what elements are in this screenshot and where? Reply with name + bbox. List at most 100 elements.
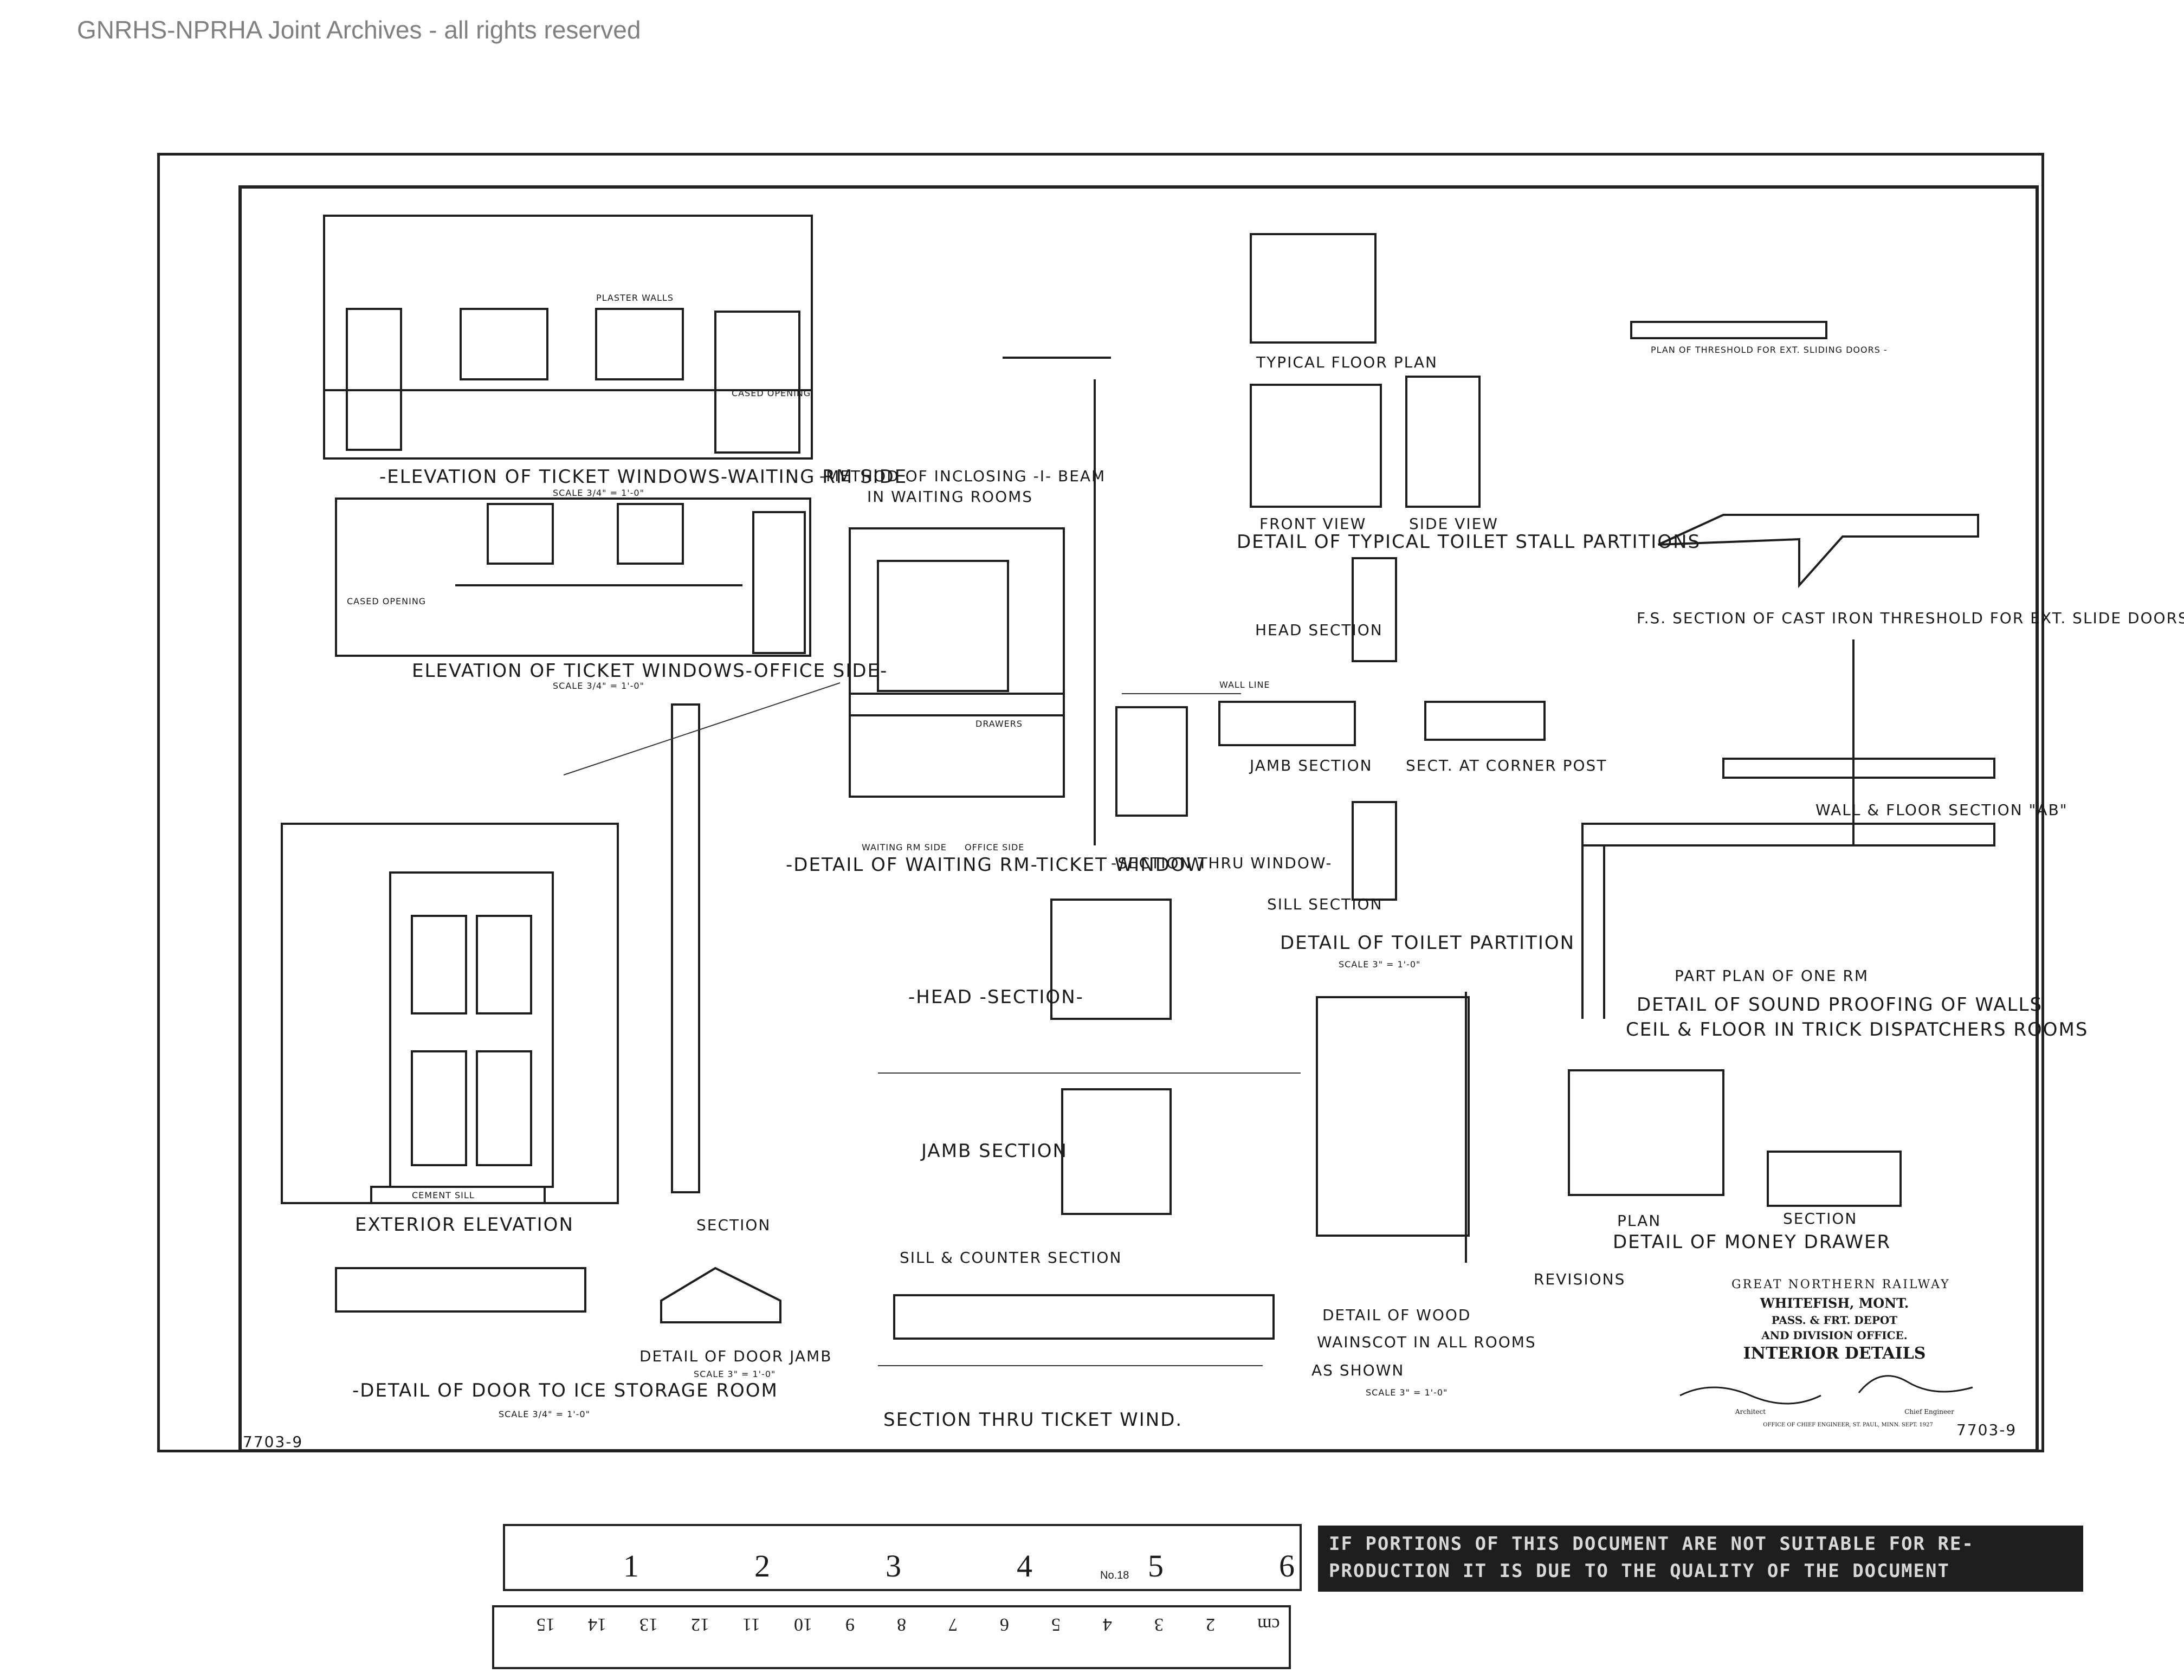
cm-label: 15 [537,1614,555,1634]
cm-label: 5 [1051,1614,1061,1634]
label-jamb-section-1: Jamb Section [1250,757,1373,774]
scale-ice-storage: Scale 3/4" = 1'-0" [499,1409,590,1419]
wall-floor-section [1722,758,1995,779]
inch-label: 1 [623,1548,639,1584]
cm-label: 8 [897,1614,906,1634]
label-cased-opening-1: Cased Opening [732,388,811,398]
inch-label: 5 [1148,1548,1164,1584]
ticket-window-waiting-elevation [323,215,813,460]
toilet-stall-side-view [1405,376,1481,508]
label-waiting-side: Waiting Rm Side [862,842,947,852]
cm-label: 3 [1154,1614,1164,1634]
title-office: OFFICE OF CHIEF ENGINEER, ST. PAUL, MINN… [1763,1422,1933,1428]
label-cased-opening-2: Cased Opening [347,596,427,606]
label-jamb-section-2: Jamb Section [921,1140,1068,1162]
label-wood-wainscot-3: As Shown [1311,1361,1405,1379]
label-wall-line: Wall Line [1219,680,1270,690]
door-jamb-section [671,703,700,1193]
label-toilet-stall: Detail of Typical Toilet Stall Partition… [1237,531,1701,553]
ruler-model-label: No.18 [1100,1569,1129,1581]
label-ticket-office-elevation: Elevation of Ticket Windows-Office Side- [412,660,888,682]
label-ticket-waiting-elevation: -Elevation of Ticket Windows-Waiting Rm … [379,466,908,488]
label-drawer-section: Section [1783,1210,1858,1227]
label-section-small: Section [696,1216,771,1234]
cm-ruler [492,1605,1291,1669]
inch-label: 6 [1279,1548,1295,1584]
label-plaster-walls: Plaster Walls [596,293,674,303]
label-office-side: Office Side [965,842,1025,852]
sill-counter-section [893,1294,1275,1340]
label-revisions: Revisions [1534,1270,1626,1288]
scale-toilet-partition: Scale 3" = 1'-0" [1339,959,1421,970]
scale-ticket-office: Scale 3/4" = 1'-0" [553,681,644,691]
label-ibeam-line2: in Waiting Rooms [867,488,1033,506]
label-toilet-partition: Detail of Toilet Partition [1280,932,1575,954]
toilet-stall-front-view [1250,384,1382,508]
waiting-ticket-window-detail [849,527,1065,798]
label-sill-section: Sill Section [1267,895,1383,913]
label-head-section-2: -Head -Section- [908,986,1084,1008]
threshold-section [1658,514,1979,589]
scale-door-jamb: Scale 3" = 1'-0" [694,1369,776,1379]
cm-label: 11 [742,1614,760,1634]
notice-line1: IF PORTIONS OF THIS DOCUMENT ARE NOT SUI… [1329,1533,1974,1555]
label-section-ticket-wind: Section Thru Ticket Wind. [883,1409,1183,1431]
money-drawer-plan [1568,1069,1724,1196]
cm-label: 4 [1103,1614,1112,1634]
jamb-section [1061,1088,1172,1215]
label-ibeam-line1: -Method of Inclosing -I- Beam [819,467,1106,485]
money-drawer-section [1767,1151,1902,1207]
cm-label: 6 [1000,1614,1009,1634]
label-drawers: Drawers [975,719,1023,729]
label-side-view: Side View [1409,515,1498,533]
label-fs-threshold: F.S. Section of Cast Iron Threshold for … [1637,609,2184,627]
reproduction-notice: IF PORTIONS OF THIS DOCUMENT ARE NOT SUI… [1318,1526,2083,1592]
label-drawer-plan: Plan [1617,1212,1662,1230]
label-ice-storage: -Detail of Door to Ice Storage Room [352,1380,778,1401]
inch-label: 2 [754,1548,770,1584]
label-plan-threshold: Plan of Threshold for Ext. Sliding Doors… [1651,345,1888,355]
label-wall-floor-section: Wall & Floor Section "AB" [1815,801,2068,819]
title-line1: PASS. & FRT. DEPOT [1771,1314,1898,1327]
title-architect: Architect [1735,1408,1766,1416]
cm-label: 13 [639,1614,658,1634]
archive-watermark: GNRHS-NPRHA Joint Archives - all rights … [77,16,641,44]
label-part-plan: Part Plan of One Rm [1675,967,1869,985]
label-typical-floor-plan: Typical Floor Plan [1256,353,1438,371]
ticket-window-office-elevation [335,497,811,657]
inch-label: 3 [886,1548,901,1584]
scale-ticket-waiting: Scale 3/4" = 1'-0" [553,488,644,498]
title-place: WHITEFISH, MONT. [1760,1295,1909,1311]
ice-storage-door-detail [335,1267,586,1313]
notice-line2: PRODUCTION IT IS DUE TO THE QUALITY OF T… [1329,1560,1950,1582]
title-line2: AND DIVISION OFFICE. [1761,1329,1908,1342]
label-wood-wainscot-2: Wainscot in All Rooms [1317,1333,1536,1351]
label-sill-counter: Sill & Counter Section [900,1249,1122,1267]
label-sound-proofing-2: Ceil & Floor in Trick Dispatchers Rooms [1626,1019,2089,1041]
sheet-number-left: 7703-9 [243,1433,303,1451]
label-exterior-elevation: Exterior Elevation [355,1214,574,1236]
title-railway: GREAT NORTHERN RAILWAY [1731,1278,1950,1291]
sheet-number-right: 7703-9 [1956,1421,2017,1439]
label-sect-corner-post: Sect. at Corner Post [1406,757,1607,774]
scale-wainscot: Scale 3" = 1'-0" [1366,1387,1448,1398]
label-section-thru-window: -Section Thru Window- [1111,854,1333,872]
threshold-plan [1630,321,1827,339]
label-head-section-1: Head Section [1255,621,1383,639]
label-cement-sill: Cement Sill [412,1190,475,1200]
inch-ruler [503,1524,1302,1591]
toilet-stall-floor-plan [1250,233,1377,344]
head-section [1050,899,1172,1020]
cm-label: 12 [691,1614,709,1634]
cm-label: 14 [588,1614,606,1634]
label-wood-wainscot-1: Detail of Wood [1322,1306,1471,1324]
cm-label: 2 [1206,1614,1215,1634]
label-money-drawer: Detail of Money Drawer [1613,1231,1891,1253]
label-front-view: Front View [1259,515,1367,533]
label-waiting-ticket-detail: -Detail of Waiting Rm-Ticket Window [786,854,1206,876]
cm-label: 10 [794,1614,812,1634]
wood-wainscot-detail [1316,996,1470,1237]
sheet-inner-border [238,185,2039,1452]
cm-label: cm [1257,1614,1280,1634]
